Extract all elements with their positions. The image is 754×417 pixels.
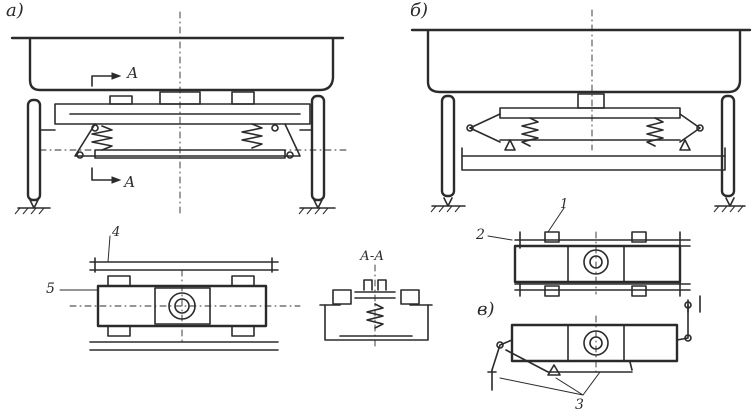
spring-left [91,125,113,151]
panel-v-label: в) [477,299,495,320]
spring-b-right [646,117,664,147]
panel-b-label: б) [410,0,429,21]
callout-3: 3 [575,397,584,413]
section-mark-top [91,75,113,87]
section-mark-bottom [91,167,113,181]
callout-1: 1 [560,197,569,212]
section-arrow-top-label: А [127,64,139,82]
spring-b-left [521,117,539,147]
panel-a-label: а) [6,0,24,21]
spring-right [241,123,263,149]
figure-v-plan-view [487,295,701,396]
leader-4 [107,235,111,263]
section-a-a [319,264,433,351]
figure-a-bogie-elevation [10,11,351,216]
callout-4: 4 [112,225,121,240]
callout-5: 5 [46,281,55,297]
callout-2: 2 [476,227,485,243]
section-arrow-bottom-label: А [124,173,136,191]
leader-1 [547,207,565,233]
figure-b-plan-view [513,231,691,297]
section-title: А-А [360,249,385,264]
figure-a-plan-view [69,257,301,351]
figure-b-bogie-elevation [410,9,752,213]
leader-2 [487,235,513,241]
